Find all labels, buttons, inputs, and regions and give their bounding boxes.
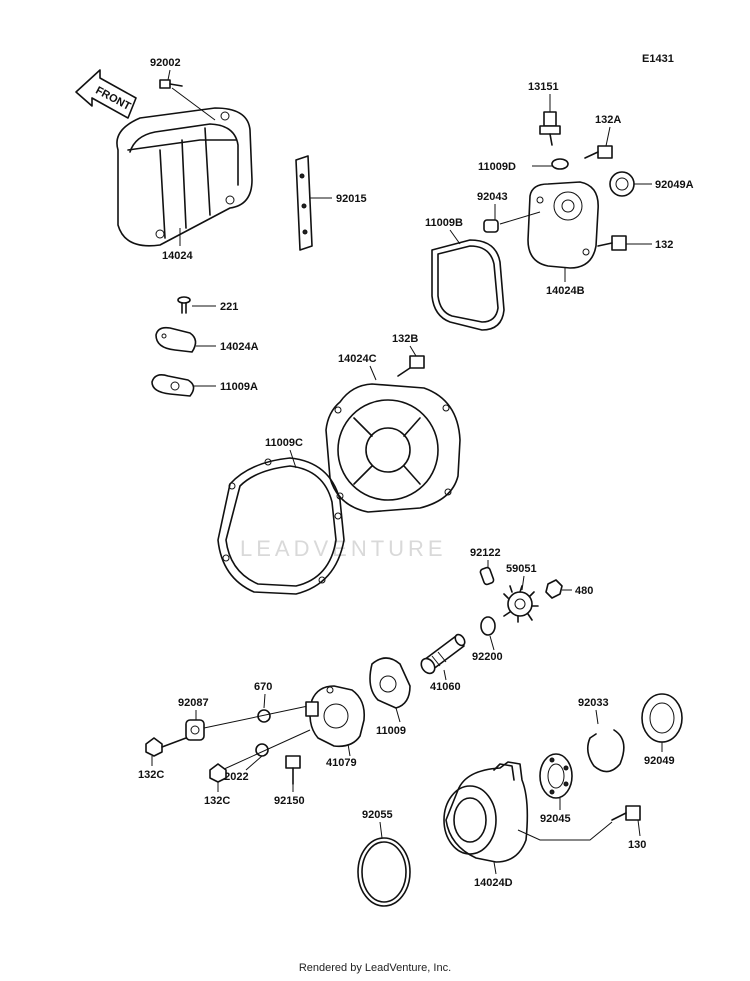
label-92015: 92015 <box>336 193 367 205</box>
bolt-130 <box>611 805 641 821</box>
label-132C-b: 132C <box>204 795 230 807</box>
label-14024C: 14024C <box>338 353 377 365</box>
bolt-132 <box>597 235 627 251</box>
label-92087: 92087 <box>178 697 209 709</box>
cover-14024B <box>499 181 599 269</box>
label-11009A: 11009A <box>220 381 258 393</box>
bolt-92002 <box>159 79 216 121</box>
housing-14024D <box>443 761 529 863</box>
strip-92015 <box>295 155 313 251</box>
label-92122: 92122 <box>470 547 501 559</box>
label-14024B: 14024B <box>546 285 585 297</box>
fitting-92087 <box>185 719 205 741</box>
front-arrow: FRONT <box>75 69 137 119</box>
housing-14024C <box>325 383 461 513</box>
bolt-132A <box>584 145 613 159</box>
bearing-92045 <box>539 753 573 799</box>
label-14024D: 14024D <box>474 877 513 889</box>
label-130: 130 <box>628 839 646 851</box>
label-480: 480 <box>575 585 593 597</box>
footer-credit: Rendered by LeadVenture, Inc. <box>298 962 452 974</box>
label-11009C: 11009C <box>265 437 303 449</box>
oring-670 <box>257 709 271 723</box>
label-132C-a: 132C <box>138 769 164 781</box>
label-92033: 92033 <box>578 697 609 709</box>
label-132A: 132A <box>595 114 621 126</box>
label-92055: 92055 <box>362 809 393 821</box>
plate-14024A <box>155 326 197 353</box>
label-11009D: 11009D <box>478 161 516 173</box>
label-14024: 14024 <box>162 250 193 262</box>
label-92043: 92043 <box>477 191 508 203</box>
label-92200: 92200 <box>472 651 503 663</box>
bolt-132C-a <box>145 737 187 757</box>
label-14024A: 14024A <box>220 341 259 353</box>
oring-11009D <box>551 158 569 170</box>
label-11009: 11009 <box>376 725 406 737</box>
shaft-41060 <box>420 633 466 675</box>
label-92049A: 92049A <box>655 179 694 191</box>
label-41079: 41079 <box>326 757 357 769</box>
nut-480 <box>545 579 563 599</box>
label-92045: 92045 <box>540 813 571 825</box>
collar-92043 <box>483 219 499 233</box>
label-670: 670 <box>254 681 272 693</box>
seal-92049A <box>609 171 635 197</box>
gasket-11009 <box>369 657 411 709</box>
diagram-code: E1431 <box>642 53 674 65</box>
label-11009B: 11009B <box>425 217 463 229</box>
label-132B: 132B <box>392 333 418 345</box>
pump-body-41079 <box>305 685 366 748</box>
washer-92200 <box>480 616 496 636</box>
label-92049: 92049 <box>644 755 675 767</box>
label-92002: 92002 <box>150 57 181 69</box>
circlip-92033 <box>586 729 625 773</box>
oring-92055 <box>357 837 411 907</box>
bolt-92150 <box>285 755 301 785</box>
label-41060: 41060 <box>430 681 461 693</box>
label-13151: 13151 <box>528 81 559 93</box>
label-132: 132 <box>655 239 673 251</box>
gasket-11009C <box>217 457 345 595</box>
fitting-13151 <box>539 111 561 146</box>
label-59051: 59051 <box>506 563 537 575</box>
gasket-11009B <box>431 239 505 331</box>
pin-92122 <box>479 566 495 586</box>
bolt-132C-b <box>209 763 227 783</box>
impeller-59051 <box>503 585 539 623</box>
bolt-132B <box>397 355 425 377</box>
label-92150: 92150 <box>274 795 305 807</box>
label-221: 221 <box>220 301 238 313</box>
seal-92049 <box>641 693 683 743</box>
screw-221 <box>177 296 191 314</box>
cover-14024 <box>116 107 253 247</box>
gasket-11009A <box>151 374 195 397</box>
